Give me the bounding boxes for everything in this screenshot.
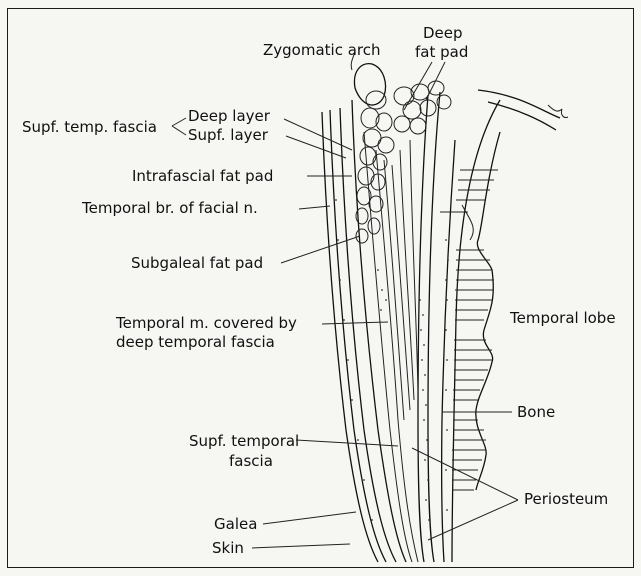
label-supf-temp-fascia: Supf. temp. fascia xyxy=(22,118,157,136)
temporal-muscle-layer xyxy=(364,132,418,562)
label-temporal-branch-facial-nerve: Temporal br. of facial n. xyxy=(81,199,258,217)
bone-hatching xyxy=(452,170,498,490)
label-deep-layer: Deep layer xyxy=(188,107,271,125)
label-temporal-lobe: Temporal lobe xyxy=(509,309,616,327)
temporal-lobe-surface xyxy=(440,132,500,490)
label-temporal-muscle-line1: Temporal m. covered by xyxy=(115,314,297,332)
label-skin: Skin xyxy=(212,539,244,557)
label-deep-fat-pad-line2: fat pad xyxy=(415,43,468,61)
label-supf-temporal-fascia-line2: fascia xyxy=(229,452,273,470)
labels: Zygomatic arch Deep fat pad Supf. temp. … xyxy=(22,24,616,557)
label-temporal-muscle-line2: deep temporal fascia xyxy=(116,333,275,351)
label-galea: Galea xyxy=(214,515,257,533)
label-supf-layer: Supf. layer xyxy=(188,126,269,144)
label-deep-fat-pad-line1: Deep xyxy=(423,24,463,42)
label-intrafascial-fat-pad: Intrafascial fat pad xyxy=(132,167,273,185)
label-subgaleal-fat-pad: Subgaleal fat pad xyxy=(131,254,263,272)
label-periosteum: Periosteum xyxy=(524,490,608,508)
label-bone: Bone xyxy=(517,403,555,421)
deep-temporal-fascia-layer xyxy=(418,92,440,562)
label-zygomatic-arch: Zygomatic arch xyxy=(263,41,381,59)
label-supf-temporal-fascia-line1: Supf. temporal xyxy=(189,432,299,450)
zygomatic-arch-shape xyxy=(354,64,385,105)
